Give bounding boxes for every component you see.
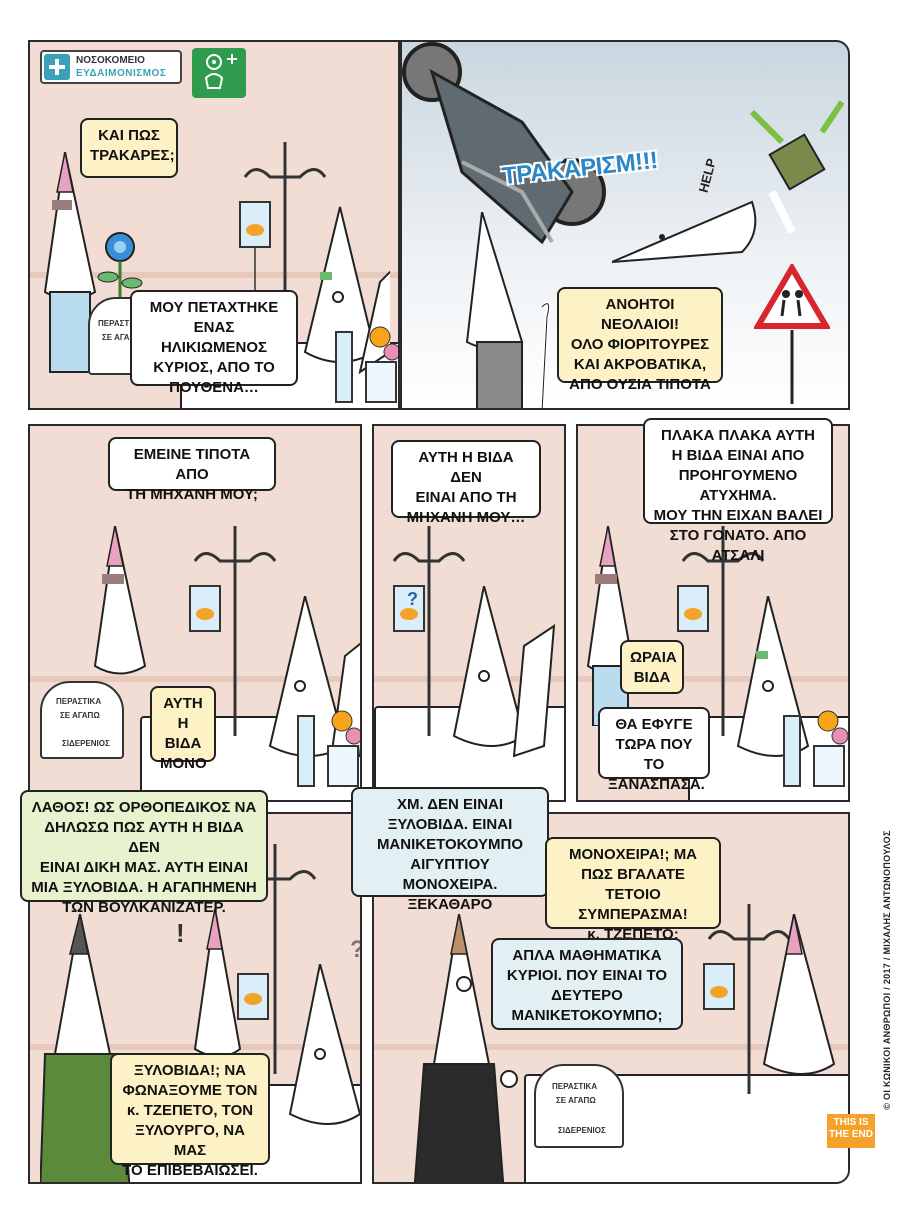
card-line2: ΣΕ ΑΓΑΠΩ: [556, 1096, 596, 1105]
get-well-card: ΠΕΡΑΣΤΙΚΑ ΣΕ ΑΓΑΠΩ ΣΙΔΕΡΕΝΙΟΣ: [534, 1064, 624, 1148]
bubble-old-man-jumped: ΜΟΥ ΠΕΤΑΧΤΗΚΕ ΕΝΑΣ ΗΛΙΚΙΩΜΕΝΟΣ ΚΥΡΙΟΣ, Α…: [130, 290, 298, 396]
visitor-figure: [43, 152, 97, 373]
iv-stand: [703, 904, 791, 1094]
flower-pot-icon: [97, 232, 143, 297]
hospital-name-line1: ΝΟΣΟΚΟΜΕΙΟ: [76, 55, 145, 66]
card-line1: ΠΕΡΑΣΤΙΚΑ: [552, 1082, 598, 1091]
card-signature: ΣΙΔΕΡΕΝΙΟΣ: [62, 739, 110, 748]
elderly-crossing-sign-icon: [754, 264, 830, 404]
iv-stand: [233, 844, 317, 1074]
doctor-figure: [40, 914, 131, 1182]
bubble-previous-accident: ΠΛΑΚΑ ΠΛΑΚΑ ΑΥΤΗ Η ΒΙΔΑ ΕΙΝΑΙ ΑΠΟ ΠΡΟΗΓΟ…: [643, 418, 833, 564]
wall-stripe: [30, 676, 360, 682]
bubble-not-my-screw: ΑΥΤΗ Η ΒΙΔΑ ΔΕΝ ΕΙΝΑΙ ΑΠΟ ΤΗ ΜΗΧΑΝΗ ΜΟΥ…: [391, 440, 541, 526]
bubble-how-crashed: ΚΑΙ ΠΩΣ ΤΡΑΚΑΡΕΣ;: [80, 118, 178, 178]
patient-figure: [762, 914, 836, 1075]
bubble-nice-screw: ΩΡΑΙΑ ΒΙΔΑ: [620, 640, 684, 694]
the-end-line1: THIS IS: [833, 1117, 869, 1128]
bubble-broke-it-again: ΘΑ ΕΦΥΓΕ ΤΩΡΑ ΠΟΥ ΤΟ ΞΑΝΑΣΠΑΣΑ.: [598, 707, 710, 793]
patient-figure: [288, 964, 360, 1125]
medical-cross-icon: [44, 54, 70, 80]
the-end-badge: THIS IS THE END: [827, 1114, 875, 1148]
bubble-simple-math: ΑΠΛΑ ΜΑΘΗΜΑΤΙΚΑ ΚΥΡΙΟΙ. ΠΟΥ ΕΙΝΑΙ ΤΟ ΔΕΥ…: [491, 938, 683, 1030]
detective-figure: [414, 914, 518, 1182]
flowers-vase-icon: [783, 710, 848, 787]
hospital-name-line2: ΕΥΔΑΙΜΟΝΙΣΜΟΣ: [76, 68, 167, 79]
bubble-foolish-youth: ΑΝΟΗΤΟΙ ΝΕΟΛΑΙΟΙ! ΟΛΟ ΦΙΟΡΙΤΟΥΡΕΣ ΚΑΙ ΑΚ…: [557, 287, 723, 393]
get-well-card: ΠΕΡΑΣΤΙΚΑ ΣΕ ΑΓΑΠΩ ΣΙΔΕΡΕΝΙΟΣ: [40, 681, 124, 759]
card-line1: ΠΕΡΑΣΤΙΚΑ: [56, 697, 102, 706]
card-line2: ΣΕ ΑΓΑΠΩ: [102, 333, 142, 342]
iv-stand: [189, 526, 277, 736]
iv-stand: [677, 526, 765, 736]
flying-rider-figure: [612, 200, 757, 263]
hospital-logo: ΝΟΣΟΚΟΜΕΙΟ ΕΥΔΑΙΜΟΝΙΣΜΟΣ: [40, 50, 182, 84]
wall-stripe: [578, 676, 848, 682]
eyewash-station-icon: [192, 48, 246, 98]
flowers-vase-icon: [297, 710, 360, 787]
visitor-figure: [193, 909, 242, 1058]
motorcycle-icon: [402, 42, 606, 245]
flying-old-man-figure: [749, 100, 845, 234]
question-mark: ?: [407, 589, 418, 609]
visitor-figure: [586, 526, 635, 726]
bubble-only-screw: ΑΥΤΗ Η ΒΙΔΑ ΜΟΝΟ: [150, 686, 216, 772]
card-signature: ΣΙΔΕΡΕΝΙΟΣ: [558, 1126, 606, 1135]
card-line1: ΠΕΡΑΣΤΙΚΑ: [98, 319, 144, 328]
exclamation-mark: !: [176, 918, 185, 948]
question-mark: ?: [350, 936, 360, 964]
bubble-call-carpenter: ΞΥΛΟΒΙΔΑ!; ΝΑ ΦΩΝΑΞΟΥΜΕ ΤΟΝ κ. ΤΖΕΠΕΤΟ, …: [110, 1053, 270, 1179]
patient-figure: [452, 586, 556, 758]
copyright-text: © ΟΙ ΚΩΝΙΚΟΙ ΑΝΘΡΩΠΟΙ / 2017 / ΜΙΧΑΛΗΣ Α…: [882, 830, 892, 1110]
copyright-credit: © ΟΙ ΚΩΝΙΚΟΙ ΑΝΘΡΩΠΟΙ / 2017 / ΜΙΧΑΛΗΣ Α…: [876, 820, 898, 1120]
bubble-egyptian-cufflink: ΧΜ. ΔΕΝ ΕΙΝΑΙ ΞΥΛΟΒΙΔΑ. ΕΙΝΑΙ ΜΑΝΙΚΕΤΟΚΟ…: [351, 787, 549, 913]
bubble-anything-left: ΕΜΕΙΝΕ ΤΙΠΟΤΑ ΑΠΟ ΤΗ ΜΗΧΑΝΗ ΜΟΥ;: [108, 437, 276, 503]
bubble-how-conclusion: ΜΟΝΟΧΕΙΡΑ!; ΜΑ ΠΩΣ ΒΓΑΛΑΤΕ ΤΕΤΟΙΟ ΣΥΜΠΕΡ…: [545, 837, 721, 943]
flowers-vase-icon: [335, 326, 398, 403]
cane-old-man-figure: [465, 212, 551, 408]
wall-stripe: [30, 272, 398, 278]
visitor-figure: [93, 526, 147, 675]
bubble-orthopedist: ΛΑΘΟΣ! ΩΣ ΟΡΘΟΠΕΔΙΚΟΣ ΝΑ ΔΗΛΩΣΩ ΠΩΣ ΑΥΤΗ…: [20, 790, 268, 916]
card-line2: ΣΕ ΑΓΑΠΩ: [60, 711, 100, 720]
iv-stand: [392, 526, 466, 736]
wall-stripe: [374, 1044, 848, 1050]
the-end-line2: THE END: [829, 1129, 873, 1140]
